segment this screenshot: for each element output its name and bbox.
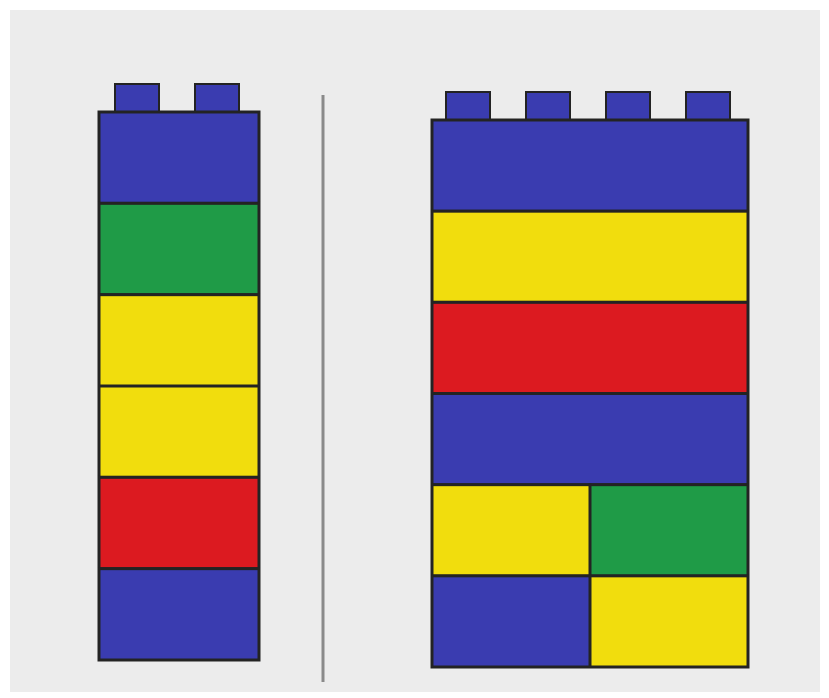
brick-yellow (590, 576, 748, 667)
brick-blue (432, 576, 590, 667)
brick-blue (99, 569, 259, 660)
brick-red (432, 302, 748, 393)
brick-yellow (432, 485, 590, 576)
brick-blue (99, 112, 259, 203)
diagram-canvas (10, 10, 820, 692)
stud (686, 92, 730, 122)
brick-green (590, 485, 748, 576)
brick-red (99, 477, 259, 568)
brick-yellow (99, 386, 259, 477)
brick-green (99, 203, 259, 294)
stud (446, 92, 490, 122)
brick-yellow (432, 211, 748, 302)
left-tower (99, 84, 259, 660)
brick-blue (432, 394, 748, 485)
stud (115, 84, 159, 114)
stud (195, 84, 239, 114)
lego-tower-diagram (10, 10, 820, 692)
stud (526, 92, 570, 122)
brick-blue (432, 120, 748, 211)
right-tower (432, 92, 748, 667)
stud (606, 92, 650, 122)
brick-yellow (99, 295, 259, 386)
